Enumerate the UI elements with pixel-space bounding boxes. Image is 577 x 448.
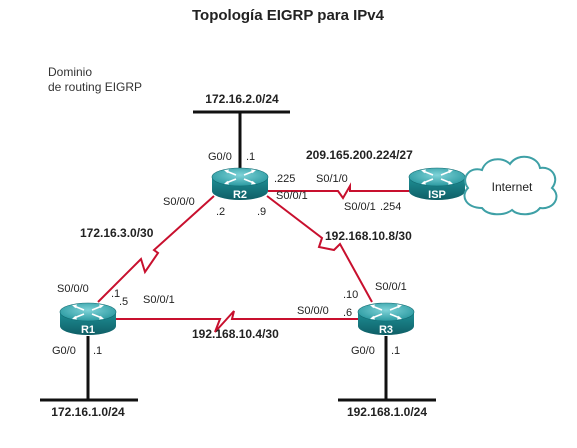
router-r2[interactable]: R2: [211, 167, 269, 201]
net-r1-lan: 172.16.1.0/24: [51, 405, 125, 419]
r1-s001-host: .5: [119, 296, 128, 308]
domain-label-line1: Dominio: [48, 65, 92, 79]
router-r3[interactable]: R3: [357, 302, 415, 336]
r3-s001-interface: S0/0/1: [375, 281, 407, 293]
r1-s000-interface: S0/0/0: [57, 283, 89, 295]
r3-lan-segment: [338, 336, 436, 402]
r2-s010-host: .225: [274, 173, 295, 185]
serial-link-r2-r3: [266, 195, 373, 303]
r1-g0-host: .1: [93, 345, 102, 357]
router-isp[interactable]: ISP: [408, 167, 466, 201]
net-r1-r2: 172.16.3.0/30: [80, 226, 154, 240]
r1-s000-host: .1: [111, 288, 120, 300]
net-r2-isp: 209.165.200.224/27: [306, 148, 413, 162]
r1-s001-interface: S0/0/1: [143, 294, 175, 306]
net-r3-lan: 192.168.1.0/24: [347, 405, 427, 419]
r1-g0-interface: G0/0: [52, 345, 76, 357]
r3-g0-host: .1: [391, 345, 400, 357]
net-r1-r3: 192.168.10.4/30: [192, 327, 279, 341]
internet-cloud-icon: Internet: [463, 155, 558, 216]
r2-g0-host: .1: [246, 151, 255, 163]
r2-g0-interface: G0/0: [208, 151, 232, 163]
r3-s000-host: .6: [343, 307, 352, 319]
router-r2-label: R2: [233, 189, 247, 201]
r2-s001-interface: S0/0/1: [276, 190, 308, 202]
net-r2-lan: 172.16.2.0/24: [205, 92, 279, 106]
domain-label-line2: de routing EIGRP: [48, 80, 142, 94]
serial-link-r2-isp: [268, 182, 410, 200]
serial-link-r1-r3: [116, 310, 358, 333]
r2-lan-segment: [193, 110, 290, 170]
router-isp-label: ISP: [428, 189, 446, 201]
r3-g0-interface: G0/0: [351, 345, 375, 357]
r2-s001-host: .9: [257, 206, 266, 218]
r2-s010-interface: S0/1/0: [316, 173, 348, 185]
r3-s000-interface: S0/0/0: [297, 305, 329, 317]
isp-s001-interface: S0/0/1: [344, 201, 376, 213]
r2-s000-interface: S0/0/0: [163, 196, 195, 208]
isp-s001-host: .254: [380, 201, 401, 213]
net-r2-r3: 192.168.10.8/30: [325, 229, 412, 243]
router-r1-label: R1: [81, 324, 95, 336]
diagram-title: Topología EIGRP para IPv4: [192, 7, 385, 24]
router-r3-label: R3: [379, 324, 393, 336]
internet-label: Internet: [492, 180, 533, 194]
serial-link-r1-r2: [97, 195, 215, 303]
r3-s001-host: .10: [343, 289, 358, 301]
r1-lan-segment: [40, 336, 138, 402]
router-r1[interactable]: R1: [59, 302, 117, 336]
r2-s000-host: .2: [216, 206, 225, 218]
